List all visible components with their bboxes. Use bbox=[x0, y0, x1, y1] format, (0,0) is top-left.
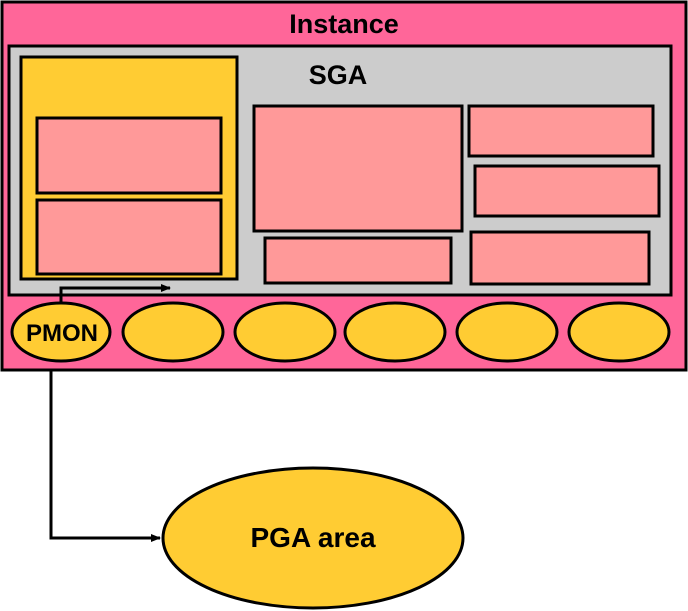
instance-title: Instance bbox=[289, 9, 399, 39]
process-ellipse-3 bbox=[233, 301, 337, 363]
process-ellipse-5 bbox=[455, 301, 559, 363]
sga-component-box-right-bottom bbox=[469, 230, 651, 286]
sga-title: SGA bbox=[309, 60, 368, 90]
pga-ellipse bbox=[161, 466, 465, 610]
pool-component-box-2 bbox=[35, 198, 223, 276]
sga-component-box-right-top bbox=[467, 104, 655, 158]
pga-label: PGA area bbox=[250, 522, 375, 553]
process-ellipse-2 bbox=[121, 301, 225, 363]
process-ellipse-6 bbox=[567, 301, 671, 363]
sga-component-box-lower-middle bbox=[263, 236, 453, 285]
process-ellipse-4 bbox=[343, 301, 447, 363]
pmon-to-pga-connector bbox=[49, 370, 161, 542]
pmon-to-sga-connector bbox=[59, 284, 171, 303]
sga-component-box-right-middle bbox=[473, 164, 661, 218]
pool-component-box-1 bbox=[35, 116, 223, 195]
pmon-label: PMON bbox=[26, 320, 98, 347]
sga-component-box-large bbox=[252, 104, 464, 233]
